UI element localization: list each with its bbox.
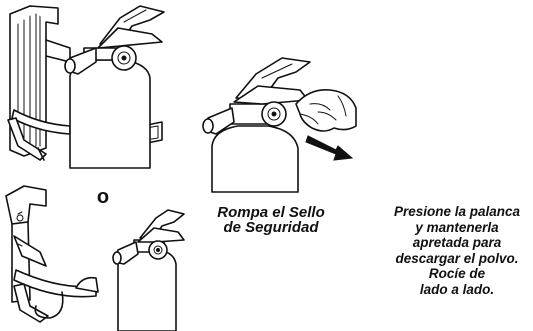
strap-bracket-icon: [5, 185, 99, 323]
hand-icon: [295, 88, 357, 132]
pull-arrow-icon: [305, 135, 354, 161]
break-seal-illustration: [202, 57, 357, 193]
fire-extinguisher-icon: [112, 209, 185, 331]
caption-press-lever: Presione la palanca y mantenerla apretad…: [393, 204, 521, 297]
fire-extinguisher-icon: [64, 5, 165, 169]
caption-break-seal: Rompa el Sello de Seguridad: [217, 204, 325, 236]
fire-extinguisher-icon: [202, 57, 311, 193]
wall-bracket-with-extinguisher: [7, 5, 165, 169]
strap-bracket-with-extinguisher: [5, 185, 185, 331]
or-label: o: [96, 186, 110, 208]
